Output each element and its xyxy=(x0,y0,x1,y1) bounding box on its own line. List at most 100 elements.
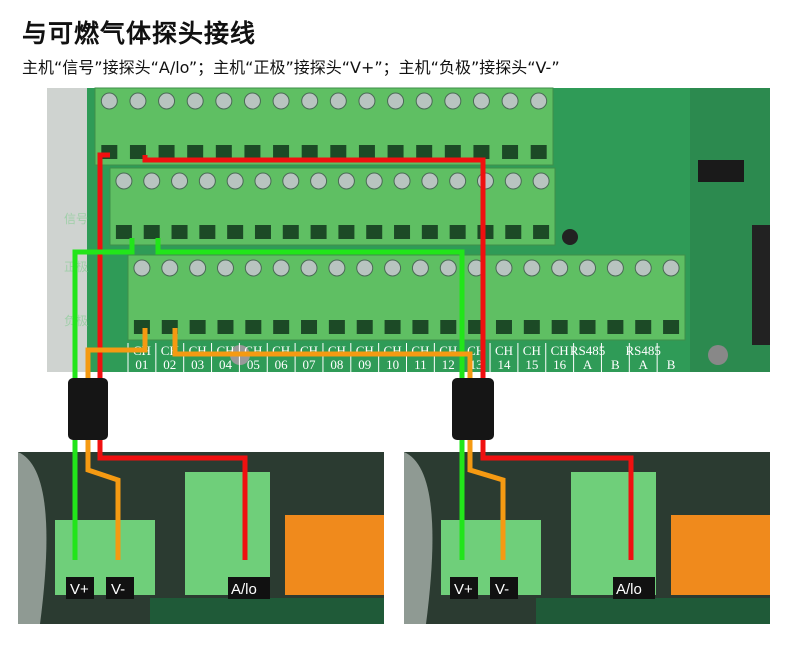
terminal-screw[interactable] xyxy=(523,259,541,277)
svg-text:11: 11 xyxy=(414,357,427,372)
terminal-screw[interactable] xyxy=(634,259,652,277)
terminal-socket xyxy=(217,320,234,334)
terminal-screw[interactable] xyxy=(444,92,462,110)
terminal-socket xyxy=(199,225,216,239)
terminal-screw[interactable] xyxy=(301,92,319,110)
terminal-screw[interactable] xyxy=(501,92,519,110)
terminal-socket xyxy=(551,320,568,334)
terminal-socket xyxy=(579,320,596,334)
terminal-screw[interactable] xyxy=(143,172,161,190)
terminal-screw[interactable] xyxy=(186,92,204,110)
svg-text:CH: CH xyxy=(495,343,513,358)
terminal-screw[interactable] xyxy=(115,172,133,190)
terminal-screw[interactable] xyxy=(300,259,318,277)
terminal-screw[interactable] xyxy=(129,92,147,110)
terminal-socket xyxy=(607,320,624,334)
terminal-screw[interactable] xyxy=(579,259,597,277)
terminal-screw[interactable] xyxy=(189,259,207,277)
terminal-block-row-1 xyxy=(94,87,554,166)
terminal-screw[interactable] xyxy=(530,92,548,110)
terminal-socket xyxy=(254,225,271,239)
svg-text:05: 05 xyxy=(247,357,260,372)
vplus-label: V+ xyxy=(70,581,89,598)
terminal-screw[interactable] xyxy=(421,172,439,190)
svg-text:03: 03 xyxy=(191,357,204,372)
terminal-socket xyxy=(273,145,290,159)
terminal-screw[interactable] xyxy=(226,172,244,190)
terminal-screw[interactable] xyxy=(358,92,376,110)
terminal-socket xyxy=(133,320,150,334)
terminal-socket xyxy=(171,225,188,239)
terminal-socket xyxy=(301,320,318,334)
controller-board-photo: 信号 正极 负极 CH01CH02CH03CH04CH05CH06CH07CH0… xyxy=(47,87,770,372)
terminal-screw[interactable] xyxy=(495,259,513,277)
terminal-socket xyxy=(635,320,652,334)
terminal-socket xyxy=(338,225,355,239)
terminal-screw[interactable] xyxy=(198,172,216,190)
terminal-screw[interactable] xyxy=(504,172,522,190)
svg-text:CH: CH xyxy=(523,343,541,358)
terminal-screw[interactable] xyxy=(158,92,176,110)
terminal-screw[interactable] xyxy=(329,92,347,110)
terminal-screw[interactable] xyxy=(310,172,328,190)
terminal-screw[interactable] xyxy=(100,92,118,110)
svg-text:A: A xyxy=(639,357,649,372)
terminal-screw[interactable] xyxy=(328,259,346,277)
terminal-socket xyxy=(449,225,466,239)
terminal-screw[interactable] xyxy=(365,172,383,190)
vminus-label: V- xyxy=(495,581,509,598)
svg-text:06: 06 xyxy=(275,357,289,372)
vminus-label: V- xyxy=(111,581,125,598)
terminal-screw[interactable] xyxy=(449,172,467,190)
terminal-screw[interactable] xyxy=(411,259,429,277)
terminal-screw[interactable] xyxy=(133,259,151,277)
terminal-screw[interactable] xyxy=(282,172,300,190)
terminal-screw[interactable] xyxy=(216,259,234,277)
terminal-socket xyxy=(245,320,262,334)
terminal-socket xyxy=(187,145,204,159)
terminal-screw[interactable] xyxy=(244,259,262,277)
svg-text:13: 13 xyxy=(470,357,483,372)
terminal-socket xyxy=(468,320,485,334)
svg-text:B: B xyxy=(667,357,676,372)
terminal-screw[interactable] xyxy=(356,259,374,277)
terminal-screw[interactable] xyxy=(439,259,457,277)
terminal-screw[interactable] xyxy=(161,259,179,277)
terminal-screw[interactable] xyxy=(171,172,189,190)
terminal-screw[interactable] xyxy=(662,259,680,277)
terminal-screw[interactable] xyxy=(384,259,402,277)
terminal-screw[interactable] xyxy=(606,259,624,277)
terminal-screw[interactable] xyxy=(254,172,272,190)
terminal-screw[interactable] xyxy=(243,92,261,110)
terminal-screw[interactable] xyxy=(215,92,233,110)
terminal-screw[interactable] xyxy=(393,172,411,190)
terminal-screw[interactable] xyxy=(272,259,290,277)
terminal-screw[interactable] xyxy=(532,172,550,190)
svg-text:A: A xyxy=(583,357,593,372)
channel-label: B xyxy=(600,343,620,372)
terminal-screw[interactable] xyxy=(472,92,490,110)
terminal-socket xyxy=(366,225,383,239)
svg-text:04: 04 xyxy=(219,357,233,372)
terminal-screw[interactable] xyxy=(387,92,405,110)
terminal-socket xyxy=(444,145,461,159)
terminal-socket xyxy=(282,225,299,239)
terminal-screw[interactable] xyxy=(415,92,433,110)
terminal-socket xyxy=(301,145,318,159)
svg-text:12: 12 xyxy=(442,357,455,372)
terminal-screw[interactable] xyxy=(272,92,290,110)
terminal-socket xyxy=(502,145,519,159)
cable-sheath-right xyxy=(452,378,494,440)
terminal-block-row-2 xyxy=(109,167,556,246)
terminal-socket xyxy=(473,145,490,159)
terminal-screw[interactable] xyxy=(551,259,569,277)
probe-labels-right: V+ V- A/lo xyxy=(450,577,655,599)
terminal-screw[interactable] xyxy=(337,172,355,190)
page-subtitle: 主机“信号”接探头“A/lo”；主机“正极”接探头“V+”；主机“负极”接探头“… xyxy=(22,58,560,77)
terminal-socket xyxy=(416,145,433,159)
